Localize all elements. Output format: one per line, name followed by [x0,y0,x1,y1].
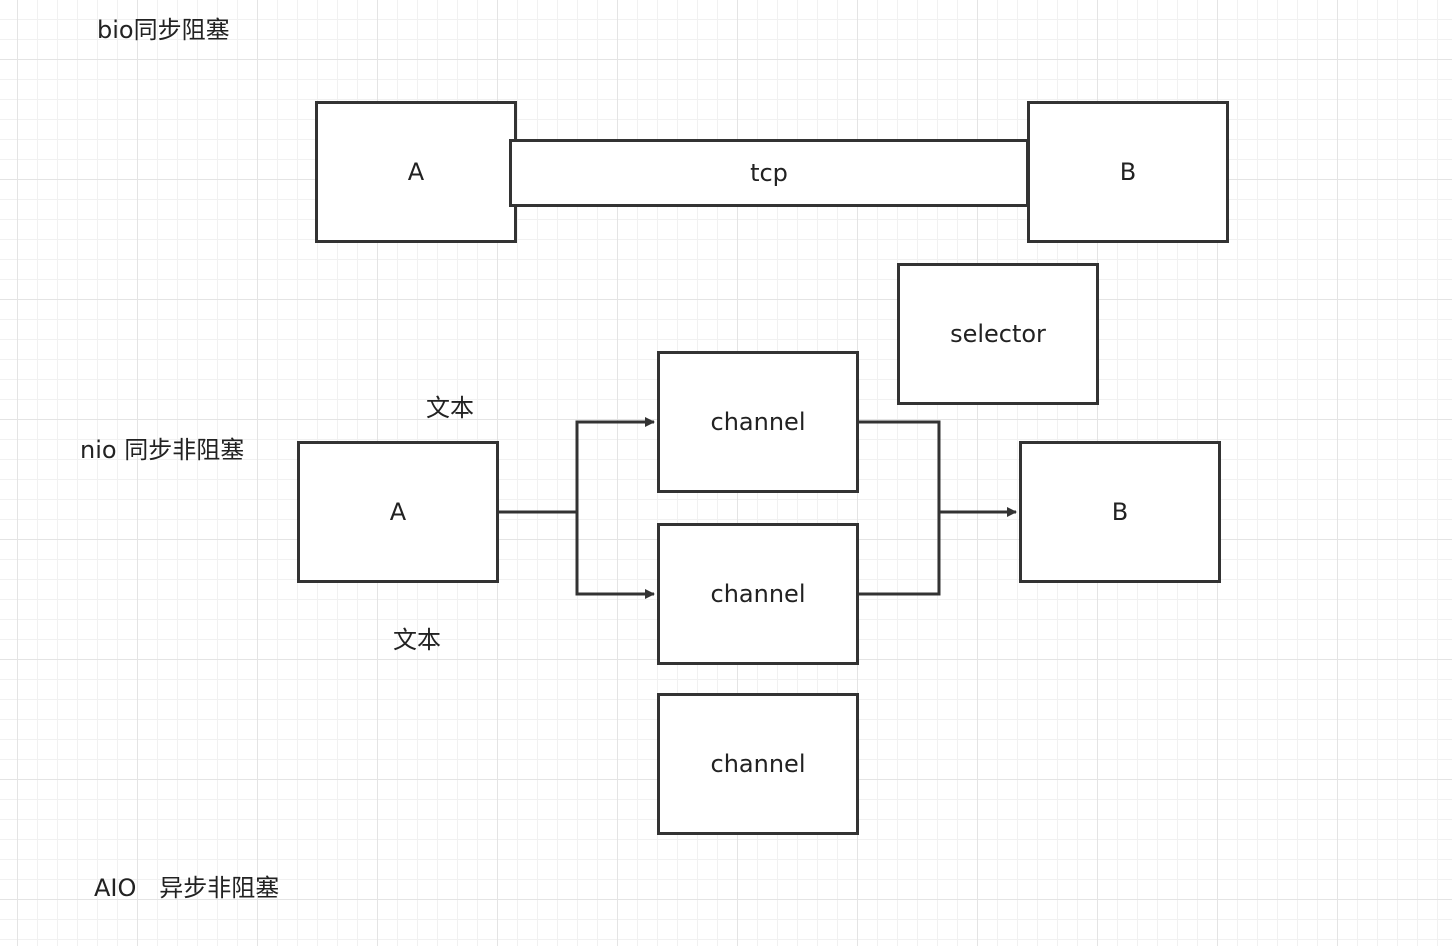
nio-selector[interactable]: selector [897,263,1099,405]
nio-channel-2[interactable]: channel [657,523,859,665]
nio-node-b[interactable]: B [1019,441,1221,583]
edge-channel-2-to-b [859,512,941,596]
bio-node-b[interactable]: B [1027,101,1229,243]
section-label-bio: bio同步阻塞 [97,16,230,44]
section-label-nio: nio 同步非阻塞 [80,436,245,464]
nio-channel-2-label: channel [710,580,806,608]
edge-channel-1-to-b [859,420,1017,517]
nio-node-b-label: B [1111,498,1129,526]
text-label-lower[interactable]: 文本 [393,626,441,654]
section-label-aio: AIO 异步非阻塞 [94,874,280,902]
bio-tcp-link-label: tcp [750,159,788,187]
nio-selector-label: selector [950,320,1046,348]
text-label-upper[interactable]: 文本 [426,394,474,422]
nio-channel-1-label: channel [710,408,806,436]
nio-node-a[interactable]: A [297,441,499,583]
nio-channel-1[interactable]: channel [657,351,859,493]
edge-a-to-channel-2 [575,512,655,599]
nio-channel-3[interactable]: channel [657,693,859,835]
edge-a-to-channel-1 [499,417,655,514]
nio-node-a-label: A [389,498,407,526]
bio-node-a[interactable]: A [315,101,517,243]
bio-node-b-label: B [1119,158,1137,186]
nio-channel-3-label: channel [710,750,806,778]
bio-node-a-label: A [407,158,425,186]
